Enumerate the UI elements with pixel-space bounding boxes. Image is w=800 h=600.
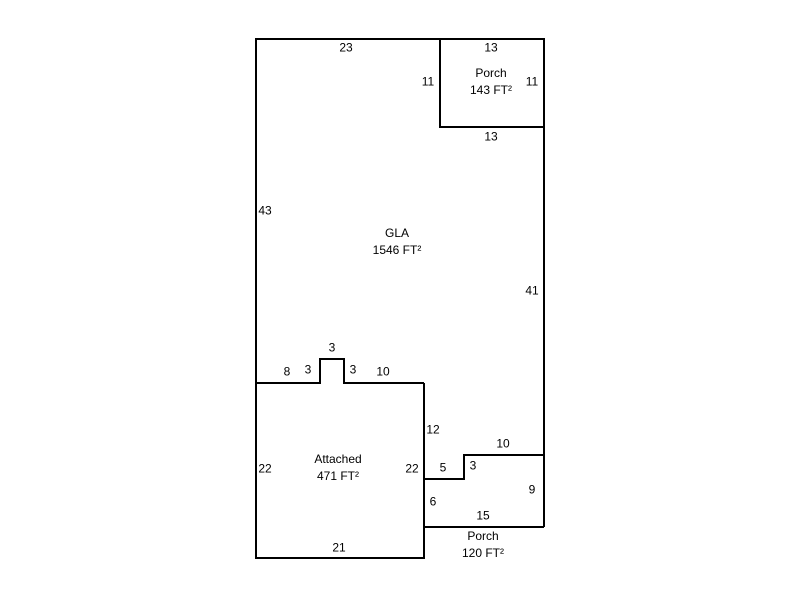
dim-step-horizontal: 5	[439, 460, 447, 475]
notch-wall	[256, 358, 424, 384]
area-name: Attached	[314, 452, 362, 466]
area-name: Porch	[475, 66, 507, 80]
dim-porch-bottom-right: 9	[528, 482, 536, 497]
dim-notch-side-right: 3	[349, 362, 357, 377]
dim-gla-top: 23	[339, 40, 353, 55]
area-size: 1546 FT²	[372, 243, 422, 257]
gla-outline	[255, 38, 545, 527]
dim-porch-bottom-left: 6	[429, 494, 437, 509]
dim-porch-top-bottom: 13	[484, 129, 498, 144]
dim-notch-side-left: 3	[304, 362, 312, 377]
dim-notch-left: 8	[283, 364, 291, 379]
dim-attached-right-upper: 12	[426, 422, 440, 437]
attached-outline	[255, 383, 425, 559]
step-wall	[424, 454, 544, 480]
area-size: 471 FT²	[316, 469, 359, 483]
area-size: 120 FT²	[461, 546, 505, 560]
dim-porch-bottom-bottom: 15	[476, 508, 490, 523]
area-name: GLA	[384, 226, 409, 240]
porch-top-outline	[439, 39, 544, 128]
dim-gla-right: 41	[525, 283, 539, 298]
dim-step-vertical: 3	[469, 458, 477, 473]
dim-attached-bottom: 21	[332, 540, 346, 555]
area-size: 143 FT²	[469, 83, 513, 97]
dim-porch-bottom-top: 10	[496, 436, 510, 451]
area-label-gla: GLA 1546 FT²	[373, 225, 422, 259]
dim-attached-right: 22	[405, 461, 419, 476]
dim-attached-left: 22	[258, 461, 272, 476]
area-label-porch-top: Porch 143 FT²	[470, 65, 512, 99]
dim-gla-left: 43	[258, 203, 272, 218]
dim-notch-top: 3	[328, 340, 336, 355]
dim-porch-top-left: 11	[421, 74, 435, 89]
dim-porch-top-top: 13	[484, 40, 498, 55]
area-label-attached: Attached 471 FT²	[314, 451, 361, 485]
dim-notch-right: 10	[376, 364, 390, 379]
area-name: Porch	[467, 529, 499, 543]
dim-porch-top-right: 11	[525, 74, 539, 89]
area-label-porch-bottom: Porch 120 FT²	[462, 528, 504, 562]
